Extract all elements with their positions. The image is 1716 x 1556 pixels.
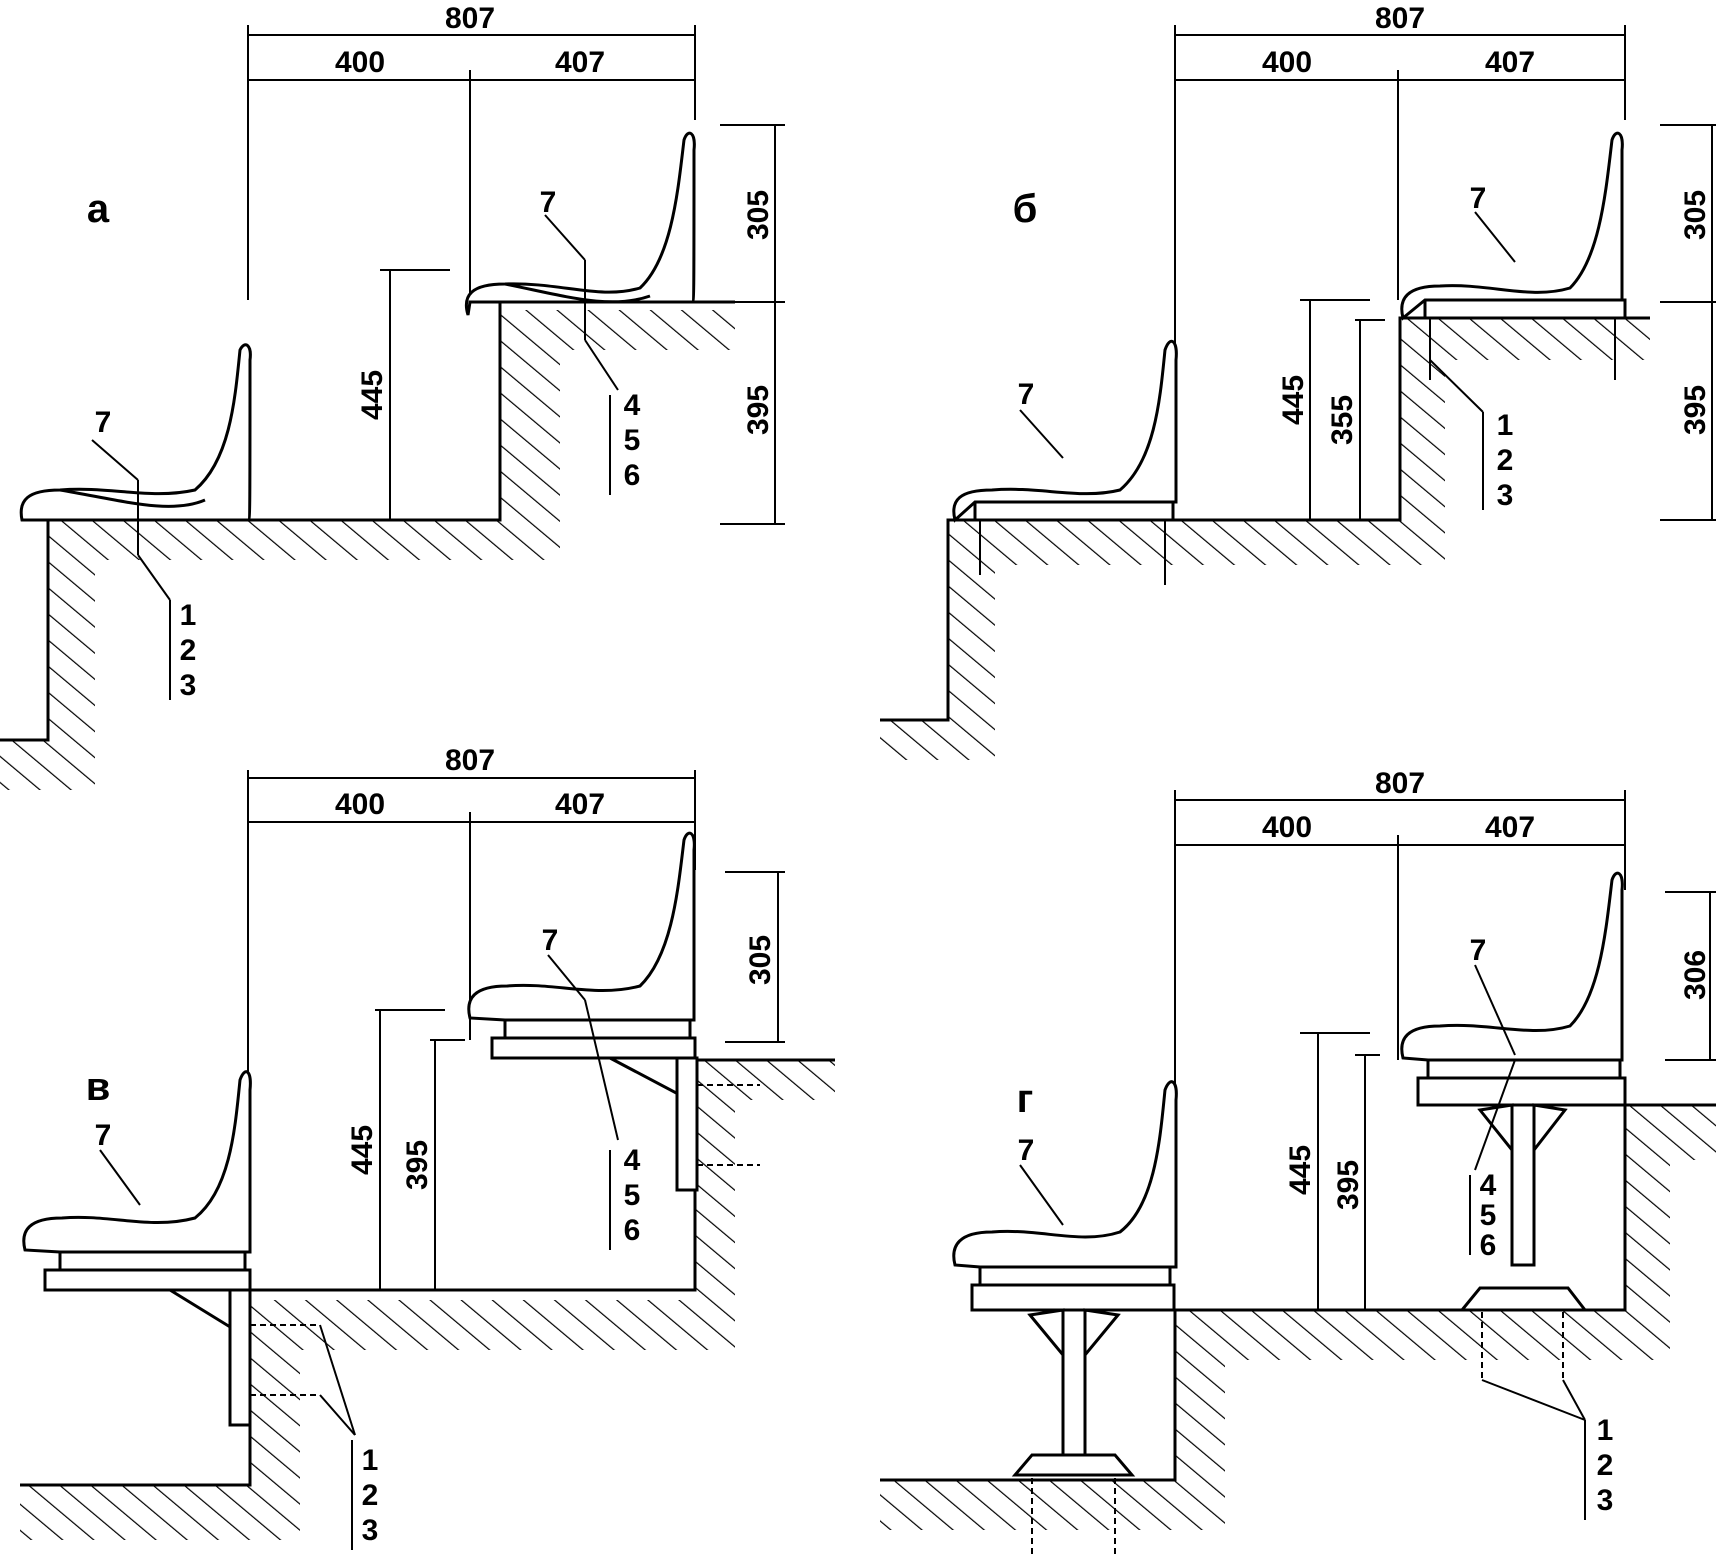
dimension-left: 400 (1262, 811, 1312, 844)
seat-callout-lower: 7 (1018, 378, 1035, 411)
fixing-note-upper-2: 5 (624, 1179, 641, 1212)
fixing-note-upper-1: 4 (624, 1144, 641, 1177)
ground-hatching (880, 318, 1650, 760)
seat-upper (467, 831, 699, 1192)
dimension-seat-height: 445 (346, 1125, 379, 1175)
fixing-note-lower-2: 2 (180, 634, 197, 667)
fixing-note-lower-1: 1 (362, 1444, 379, 1477)
fixing-note-lower-2: 2 (1597, 1449, 1614, 1482)
dimension-left: 400 (1262, 46, 1312, 79)
ground-hatching (20, 1060, 835, 1540)
fixing-note-upper-2: 2 (1497, 444, 1514, 477)
seat-lower (952, 339, 1178, 523)
dimension-right: 407 (1485, 46, 1535, 79)
fixing-note-lower-1: 1 (1597, 1414, 1614, 1447)
callout-leaders (99, 954, 619, 1550)
seat-callout: 7 (542, 924, 559, 957)
fixing-note-upper-2: 5 (624, 424, 641, 457)
dimension-total: 807 (1375, 767, 1425, 800)
dimension-seat-height: 445 (1284, 1145, 1317, 1195)
fixing-note-upper-1: 4 (1480, 1169, 1497, 1202)
dimension-left: 400 (335, 46, 385, 79)
fixing-note-lower-2: 2 (362, 1479, 379, 1512)
dimension-seat-height-alt: 395 (401, 1140, 434, 1190)
callout-leaders (1019, 211, 1516, 510)
dimension-total: 807 (1375, 2, 1425, 35)
seat-lower (19, 343, 252, 522)
seat-callout-lower: 7 (95, 406, 112, 439)
dimension-back-height: 305 (1679, 190, 1712, 240)
dimension-seat-height: 445 (356, 370, 389, 420)
dimension-seat-height-alt: 355 (1326, 395, 1359, 445)
panel-v: 807 400 407 305 445 395 в (20, 744, 835, 1550)
dimension-total: 807 (445, 744, 495, 777)
dimension-back-height: 306 (1679, 950, 1712, 1000)
fasteners (979, 318, 1616, 585)
panel-label: а (87, 187, 110, 231)
seat-callout: 7 (1470, 934, 1487, 967)
panel-label: б (1013, 187, 1038, 231)
seat-lower (22, 1070, 252, 1427)
dimension-seat-height: 445 (1277, 375, 1310, 425)
seat-callout-lower: 7 (1018, 1134, 1035, 1167)
seat-upper (464, 131, 696, 316)
fixing-note-lower-1: 1 (180, 599, 197, 632)
seat-upper (1400, 871, 1627, 1312)
fixing-note-lower-3: 3 (180, 669, 197, 702)
dimension-lines (247, 770, 785, 1290)
dimension-lines (1174, 790, 1716, 1310)
seat-upper (1400, 131, 1627, 321)
fixing-note-upper-1: 4 (624, 389, 641, 422)
dimension-back-height: 305 (744, 935, 777, 985)
dimension-step-height: 395 (742, 385, 775, 435)
fixing-note-upper-3: 6 (624, 1214, 641, 1247)
panel-label: г (1017, 1077, 1034, 1121)
callout-leaders (91, 214, 619, 700)
fixing-note-upper-1: 1 (1497, 409, 1514, 442)
fixing-note-upper-3: 3 (1497, 479, 1514, 512)
fixing-note-upper-2: 5 (1480, 1199, 1497, 1232)
fasteners (250, 1084, 760, 1396)
dimension-step-height: 395 (1679, 385, 1712, 435)
panel-a: 807 400 407 305 395 445 а (0, 2, 785, 790)
dimension-back-height: 305 (742, 190, 775, 240)
fixing-note-lower-3: 3 (1597, 1484, 1614, 1517)
callout-leaders (1019, 964, 1586, 1520)
fixing-note-lower-3: 3 (362, 1514, 379, 1547)
ground-outline (20, 1058, 835, 1487)
dimension-total: 807 (445, 2, 495, 35)
panel-g: 807 400 407 306 445 395 г (880, 767, 1716, 1556)
ground-outline (880, 1103, 1716, 1482)
fasteners (1031, 1312, 1564, 1556)
fixing-note-upper-3: 6 (624, 459, 641, 492)
seat-callout-lower: 7 (95, 1119, 112, 1152)
dimension-seat-height-alt: 395 (1332, 1160, 1365, 1210)
seat-callout: 7 (1470, 182, 1487, 215)
panel-label: в (86, 1065, 111, 1109)
ground-hatching (880, 1105, 1716, 1530)
dimension-right: 407 (555, 46, 605, 79)
seat-callout: 7 (540, 186, 557, 219)
dimension-lines (1174, 25, 1716, 521)
seat-lower (952, 1080, 1178, 1477)
ground-hatching (0, 310, 735, 790)
panel-b: 807 400 407 305 395 445 355 б 7 7 1 (880, 2, 1716, 760)
dimension-right: 407 (1485, 811, 1535, 844)
dimension-right: 407 (555, 788, 605, 821)
dimension-left: 400 (335, 788, 385, 821)
fixing-note-upper-3: 6 (1480, 1229, 1497, 1262)
